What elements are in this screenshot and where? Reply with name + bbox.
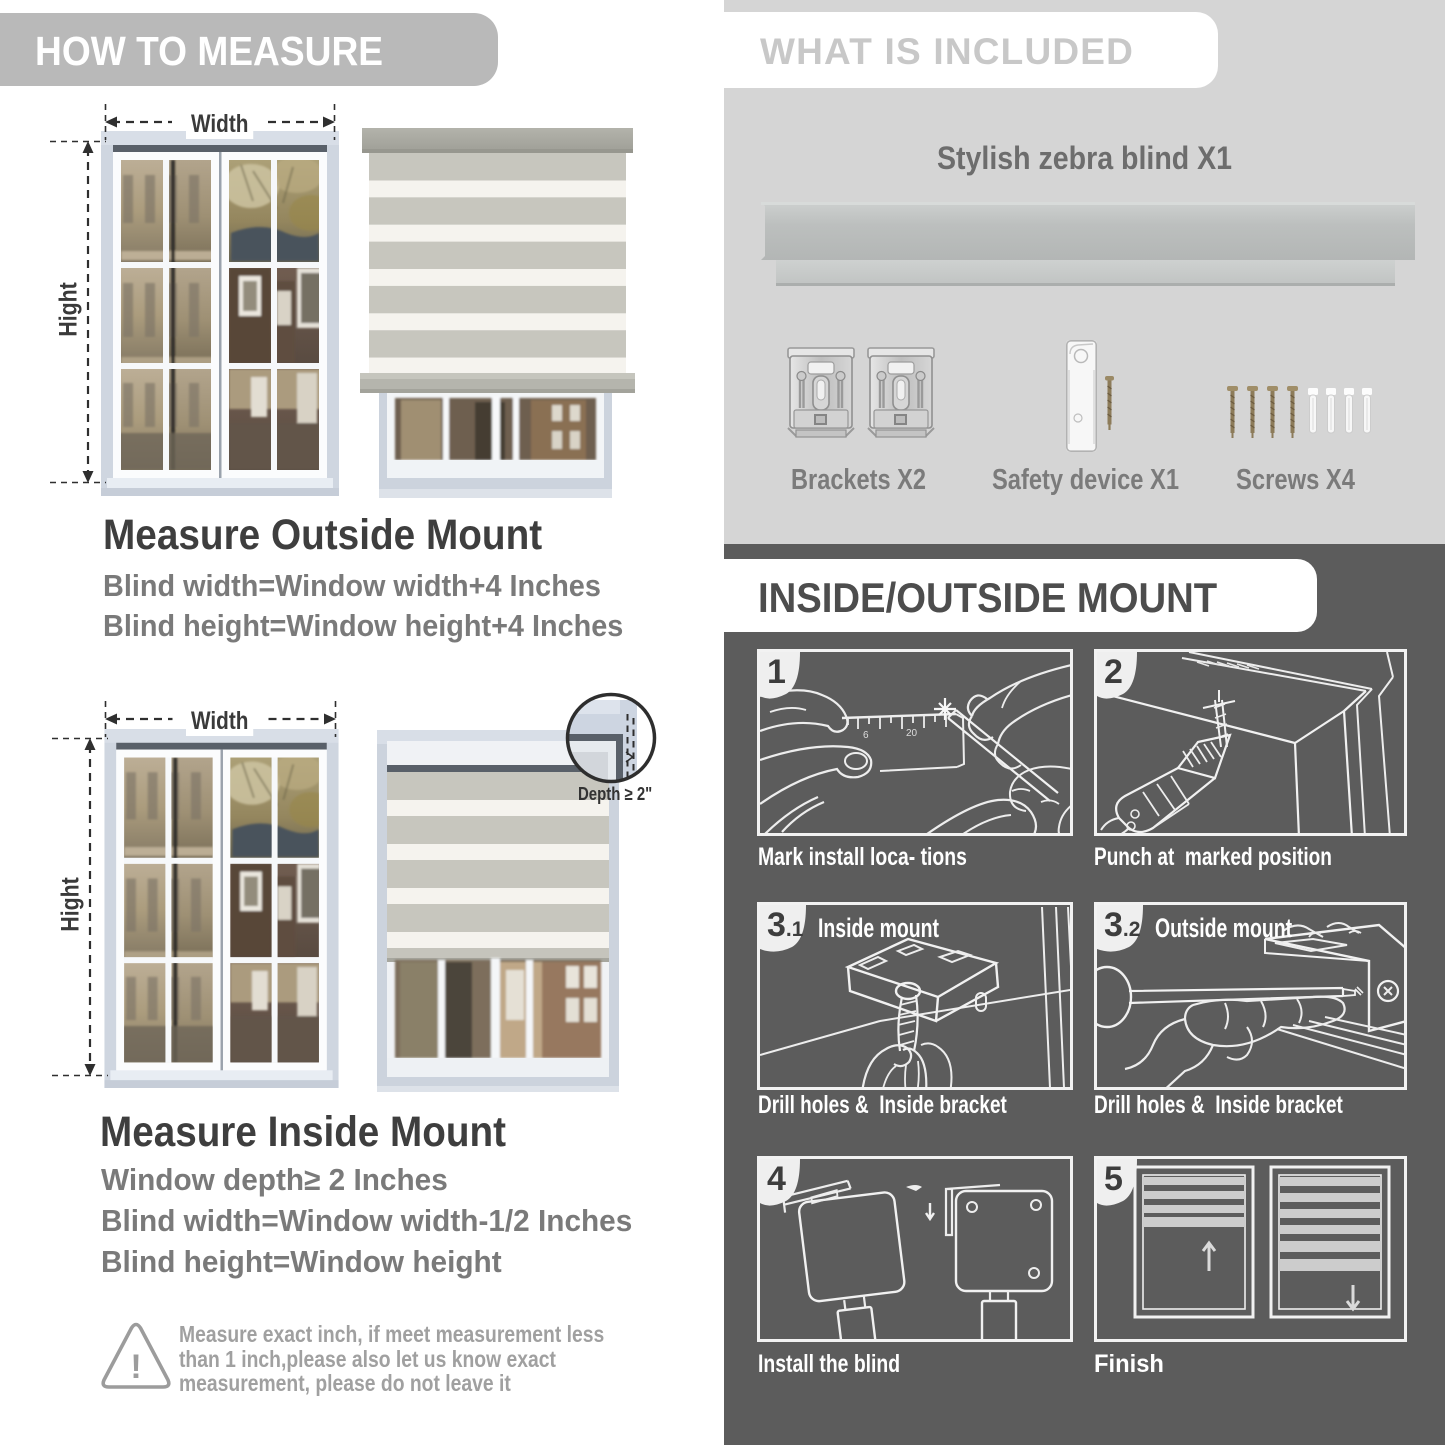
svg-text:20: 20 <box>906 728 918 739</box>
svg-text:6: 6 <box>863 730 869 741</box>
svg-text:!: ! <box>130 1348 141 1386</box>
